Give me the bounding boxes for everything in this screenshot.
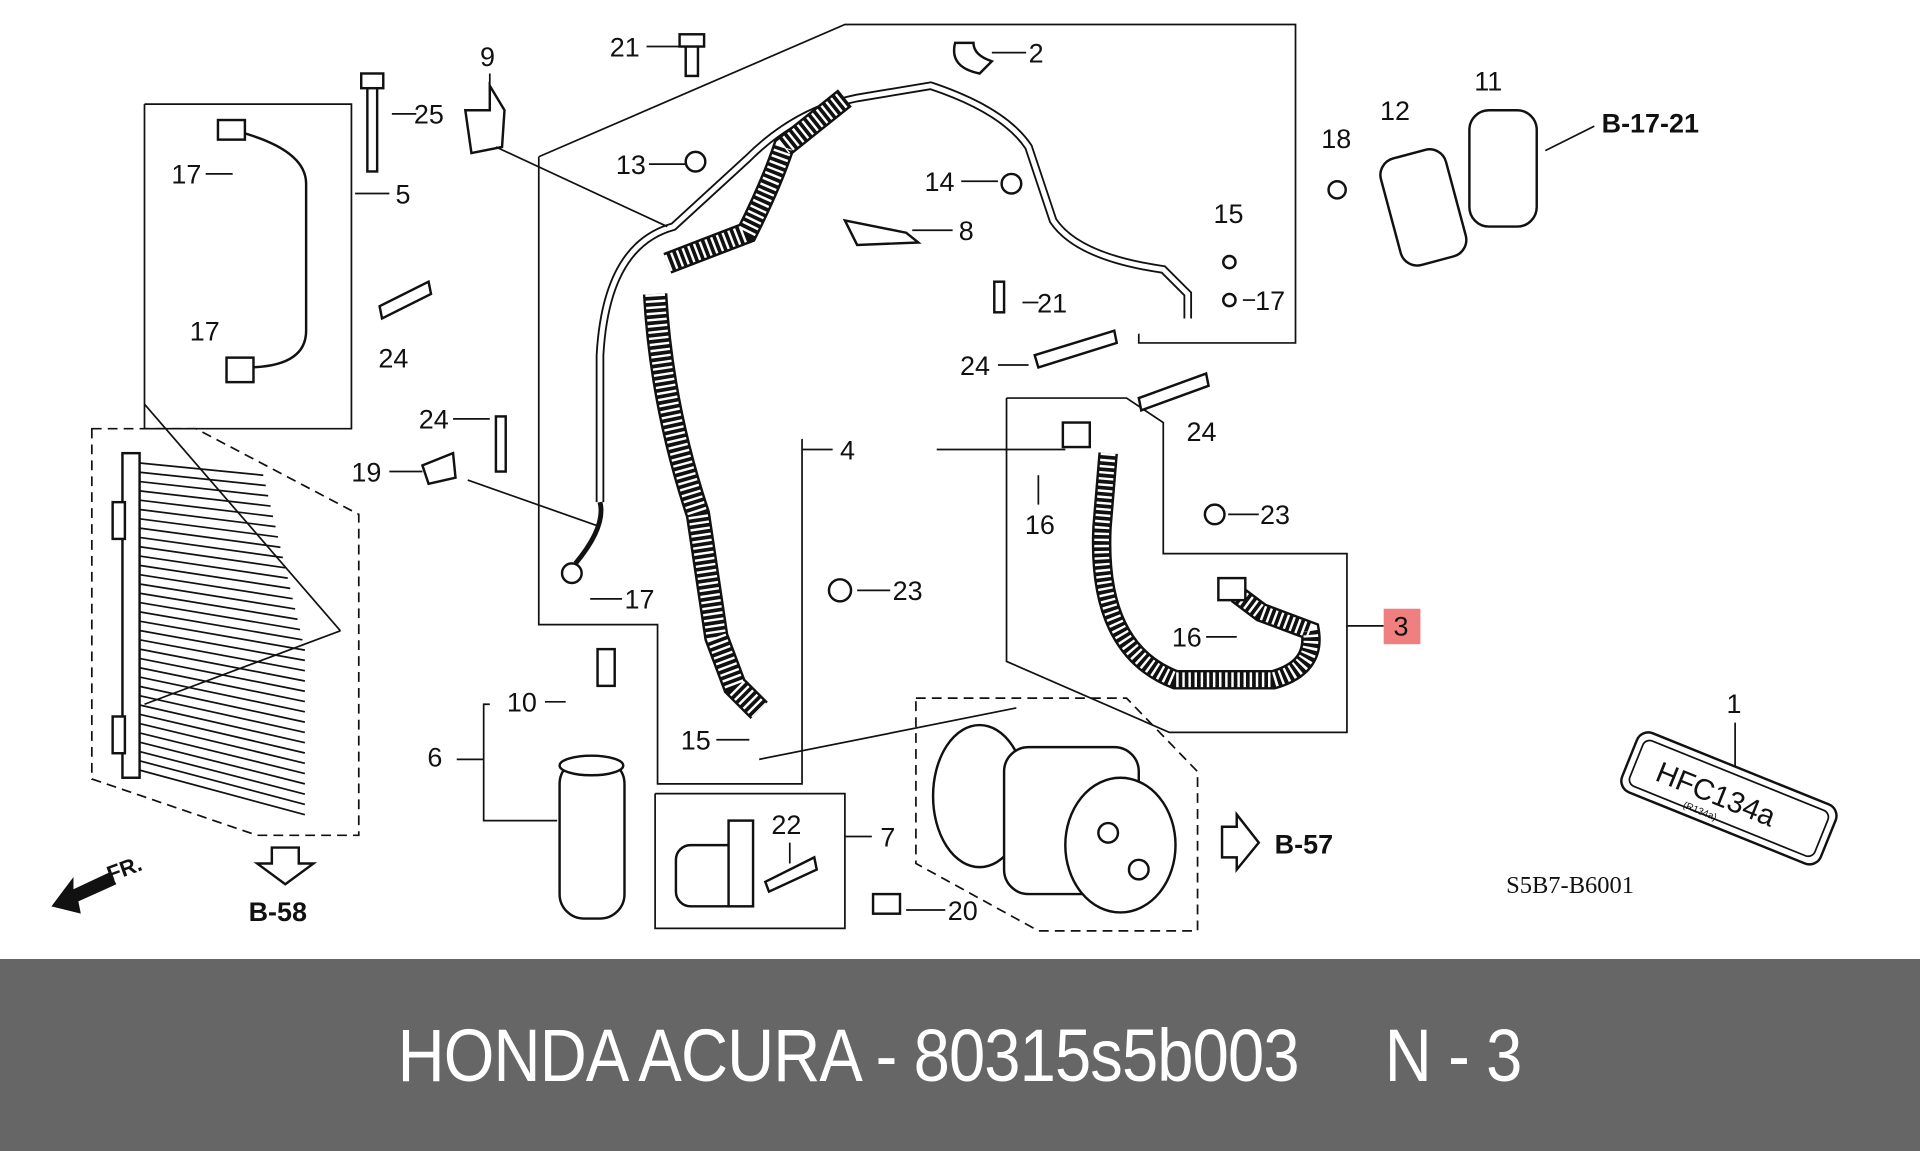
condenser-fin <box>139 490 271 507</box>
callout-23[interactable]: 23 <box>893 576 923 606</box>
refrigerant-label: HFC134a (R134a) <box>1620 731 1838 866</box>
front-marker: FR. <box>103 851 145 887</box>
callout-19[interactable]: 19 <box>351 457 381 487</box>
footer-caption-bar: HONDA ACURA - 80315s5b003 N - 3 <box>0 959 1920 1151</box>
callout-10[interactable]: 10 <box>507 688 537 718</box>
callout-21[interactable]: 21 <box>1037 288 1067 318</box>
condenser-fin <box>139 713 306 754</box>
callout-4[interactable]: 4 <box>840 435 855 465</box>
condenser-fin <box>139 760 306 806</box>
callout-17[interactable]: 17 <box>171 160 201 190</box>
callout-24[interactable]: 24 <box>960 351 990 381</box>
condenser-fin <box>139 741 306 785</box>
condenser-fin <box>139 629 306 662</box>
condenser-fin <box>139 620 306 651</box>
ref-b-17-21[interactable]: B-17-21 <box>1602 108 1699 138</box>
condenser-fin <box>139 527 281 549</box>
callout-13[interactable]: 13 <box>616 150 646 180</box>
callout-12[interactable]: 12 <box>1380 96 1410 126</box>
condenser-fin <box>139 508 276 528</box>
callout-18[interactable]: 18 <box>1321 124 1351 154</box>
callout-24[interactable]: 24 <box>378 343 408 373</box>
callout-7[interactable]: 7 <box>880 822 895 852</box>
front-arrow-icon <box>51 872 117 914</box>
condenser-fin <box>139 722 306 765</box>
condenser-fin <box>139 592 298 621</box>
callout-17[interactable]: 17 <box>190 316 220 346</box>
callouts: 21 2 9 11 12 B-17-21 25 18 13 17 5 14 8 … <box>103 32 1741 927</box>
callout-11[interactable]: 11 <box>1474 67 1502 97</box>
condenser-fin <box>139 517 279 538</box>
callout-24[interactable]: 24 <box>1187 417 1217 447</box>
condenser-fin <box>139 499 274 518</box>
condenser-fin <box>139 536 283 559</box>
condenser-fin <box>139 676 306 713</box>
condenser-fin <box>139 694 306 734</box>
callout-17[interactable]: 17 <box>624 585 654 615</box>
callout-21[interactable]: 21 <box>610 32 640 62</box>
callout-2[interactable]: 2 <box>1029 38 1044 68</box>
compressor <box>915 697 1199 932</box>
receiver-dryer <box>558 647 626 920</box>
callout-17[interactable]: 17 <box>1255 286 1285 316</box>
highlight-box <box>1383 608 1421 645</box>
callout-15[interactable]: 15 <box>1213 199 1243 229</box>
condenser-fin <box>139 750 306 795</box>
condenser-fin <box>139 704 306 744</box>
suction-hose-3 <box>1005 397 1348 734</box>
small-parts <box>360 33 1538 915</box>
callout-24[interactable]: 24 <box>419 405 449 435</box>
callout-16[interactable]: 16 <box>1172 623 1202 653</box>
callout-15[interactable]: 15 <box>681 726 711 756</box>
reference-arrows <box>51 810 1261 914</box>
part-caption: HONDA ACURA - 80315s5b003 N - 3 <box>398 1013 1523 1097</box>
pipe-5-assembly <box>143 103 353 706</box>
callout-22[interactable]: 22 <box>771 810 801 840</box>
bracket-7-box <box>654 792 846 930</box>
condenser-fin <box>139 471 266 487</box>
callout-8[interactable]: 8 <box>959 216 974 246</box>
callout-9[interactable]: 9 <box>480 42 495 72</box>
ac-parts-diagram: HFC134a (R134a) 21 2 9 11 12 B-17-21 25 … <box>51 23 1838 932</box>
condenser-fin <box>139 480 269 497</box>
callout-14[interactable]: 14 <box>924 167 954 197</box>
condenser-fin <box>139 666 306 703</box>
condenser-fin <box>139 555 288 579</box>
condenser-fin <box>139 583 296 610</box>
condenser-fin <box>139 648 306 682</box>
callout-1[interactable]: 1 <box>1727 689 1742 719</box>
leader-lines <box>205 45 1736 911</box>
condenser-fin <box>139 611 303 641</box>
callout-5[interactable]: 5 <box>396 179 411 209</box>
callout-3[interactable]: 3 <box>1393 612 1408 642</box>
callout-23[interactable]: 23 <box>1260 500 1290 530</box>
condenser-fin <box>139 573 293 600</box>
ref-b-57[interactable]: B-57 <box>1275 830 1333 860</box>
condenser <box>90 427 360 837</box>
diagram-code: S5B7-B6001 <box>1506 872 1634 899</box>
condenser-fin <box>139 545 286 569</box>
condenser-fin <box>139 732 306 775</box>
callout-6[interactable]: 6 <box>427 743 442 773</box>
discharge-suction-pipes <box>537 23 1297 785</box>
ref-b-58[interactable]: B-58 <box>249 897 307 927</box>
callout-20[interactable]: 20 <box>948 896 978 926</box>
condenser-fin <box>139 769 306 816</box>
callout-25[interactable]: 25 <box>414 100 444 130</box>
condenser-fin <box>139 564 291 590</box>
condenser-fin <box>139 685 306 723</box>
condenser-fin <box>139 638 306 672</box>
condenser-fin <box>139 601 301 631</box>
callout-16[interactable]: 16 <box>1025 510 1055 540</box>
